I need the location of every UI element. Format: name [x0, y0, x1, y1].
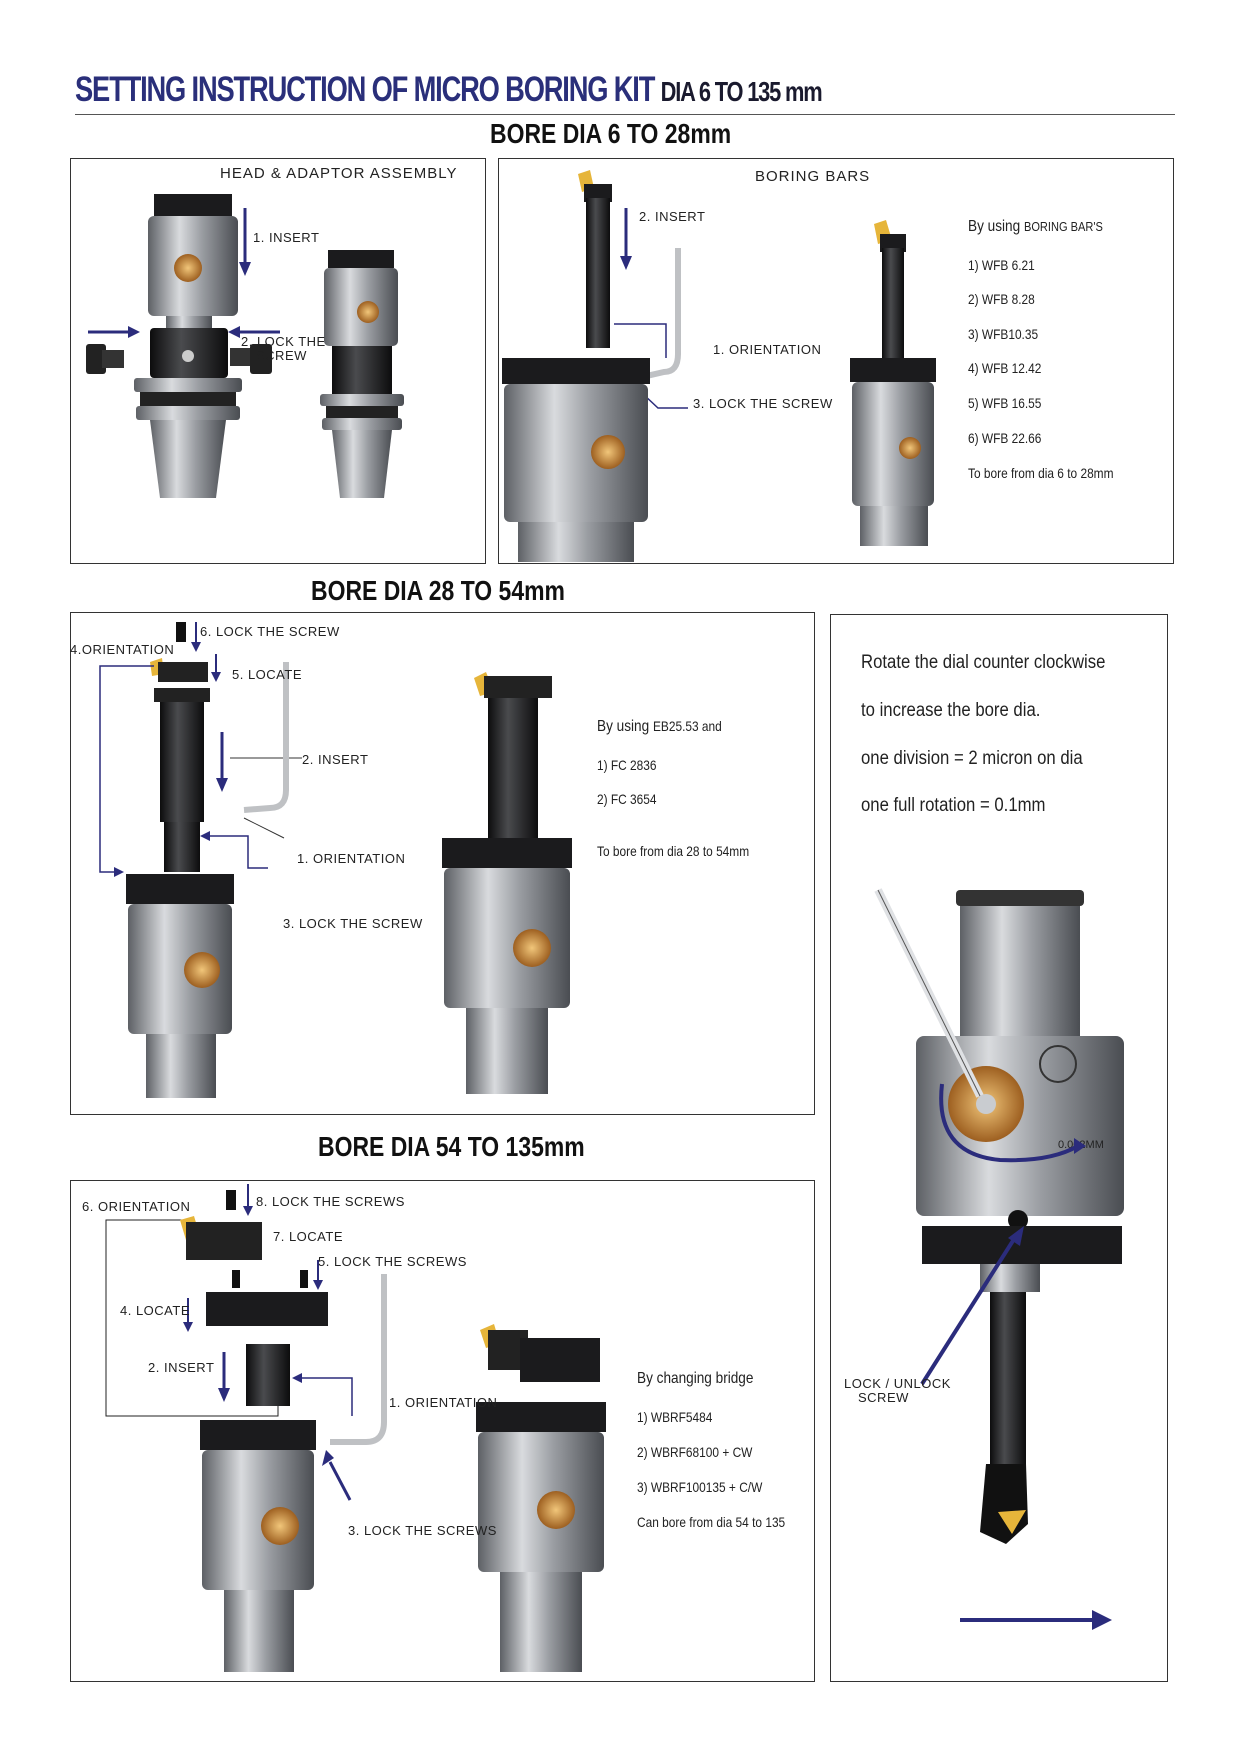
- dial-line1: Rotate the dial counter clockwise: [861, 652, 1106, 673]
- s2-item-2: 2) FC 3654: [597, 791, 657, 807]
- bb-range-note: To bore from dia 6 to 28mm: [968, 465, 1114, 481]
- s2-using: By using EB25.53 and: [597, 718, 722, 736]
- s2-step-lock: 6. LOCK THE SCREW: [200, 624, 340, 639]
- s2-step-orientation4: 4.ORIENTATION: [70, 642, 175, 657]
- head-adaptor-heading: HEAD & ADAPTOR ASSEMBLY: [220, 165, 458, 182]
- bb-item-2: 2) WFB 8.28: [968, 291, 1035, 307]
- s2-step-orientation1: 1. ORIENTATION: [297, 851, 406, 866]
- s3-heading: By changing bridge: [637, 1370, 754, 1387]
- dial-line4: one full rotation = 0.1mm: [861, 795, 1046, 816]
- lock-unlock-label-2: SCREW: [858, 1390, 909, 1405]
- s2-step-lock3: 3. LOCK THE SCREW: [283, 916, 423, 931]
- title-rule: [75, 114, 1175, 115]
- section3-illustration: [105, 1184, 606, 1672]
- dial-line2: to increase the bore dia.: [861, 700, 1041, 721]
- page-title: SETTING INSTRUCTION OF MICRO BORING KIT …: [75, 70, 823, 110]
- section1-title: BORE DIA 6 TO 28mm: [490, 118, 732, 149]
- s3-step-lock3: 3. LOCK THE SCREWS: [348, 1523, 497, 1538]
- bb-step-lock: 3. LOCK THE SCREW: [693, 396, 833, 411]
- s3-item-2: 2) WBRF68100 + CW: [637, 1444, 753, 1460]
- s2-item-1: 1) FC 2836: [597, 757, 657, 773]
- ha-step-lock-2: SCREW: [256, 348, 307, 363]
- dial-panel: [830, 614, 1168, 1682]
- bb-item-6: 6) WFB 22.66: [968, 430, 1042, 446]
- bb-item-3: 3) WFB10.35: [968, 326, 1039, 342]
- bb-item-1: 1) WFB 6.21: [968, 257, 1035, 273]
- bb-using-prefix: By using: [968, 218, 1021, 235]
- head-adaptor-illustration: [86, 194, 404, 498]
- s3-step-orientation6: 6. ORIENTATION: [82, 1199, 191, 1214]
- s3-step-lock5: 5. LOCK THE SCREWS: [318, 1254, 467, 1269]
- section2-panel: [70, 612, 815, 1115]
- s3-step-orientation1: 1. ORIENTATION: [389, 1395, 498, 1410]
- section3-panel: [70, 1180, 815, 1682]
- s3-range-note: Can bore from dia 54 to 135: [637, 1514, 786, 1530]
- s3-item-1: 1) WBRF5484: [637, 1409, 713, 1425]
- head-adaptor-panel: [70, 158, 486, 564]
- lock-unlock-label-1: LOCK / UNLOCK: [844, 1376, 951, 1391]
- s3-step-lock8: 8. LOCK THE SCREWS: [256, 1194, 405, 1209]
- ha-step-lock-1: 2. LOCK THE: [241, 334, 326, 349]
- title-sub: DIA 6 TO 135 mm: [660, 76, 823, 107]
- s2-step-locate: 5. LOCATE: [232, 667, 303, 682]
- title-main: SETTING INSTRUCTION OF MICRO BORING KIT: [75, 70, 655, 109]
- boring-bars-heading: BORING BARS: [755, 168, 871, 185]
- boring-bars-illustration: [502, 170, 936, 562]
- s3-step-locate7: 7. LOCATE: [273, 1229, 344, 1244]
- dial-line3: one division = 2 micron on dia: [861, 748, 1083, 769]
- bb-item-4: 4) WFB 12.42: [968, 360, 1042, 376]
- bb-step-orientation: 1. ORIENTATION: [713, 342, 822, 357]
- ha-step-insert: 1. INSERT: [253, 230, 320, 245]
- bb-using-item: BORING BAR'S: [1023, 219, 1103, 234]
- bb-using: By using BORING BAR'S: [968, 218, 1103, 236]
- s3-item-3: 3) WBRF100135 + C/W: [637, 1479, 763, 1495]
- s3-step-locate4: 4. LOCATE: [120, 1303, 191, 1318]
- bb-step-insert: 2. INSERT: [639, 209, 706, 224]
- dial-head-illustration: 0.002MM: [874, 888, 1124, 1630]
- s2-using-item: EB25.53 and: [652, 718, 722, 734]
- s2-range-note: To bore from dia 28 to 54mm: [597, 843, 750, 859]
- boring-bars-panel: [498, 158, 1174, 564]
- section3-title: BORE DIA 54 TO 135mm: [318, 1131, 585, 1162]
- s2-step-insert: 2. INSERT: [302, 752, 369, 767]
- section2-title: BORE DIA 28 TO 54mm: [311, 575, 565, 606]
- section2-illustration: [99, 622, 572, 1098]
- s3-step-insert2: 2. INSERT: [148, 1360, 215, 1375]
- s2-using-prefix: By using: [597, 718, 650, 735]
- bb-item-5: 5) WFB 16.55: [968, 395, 1042, 411]
